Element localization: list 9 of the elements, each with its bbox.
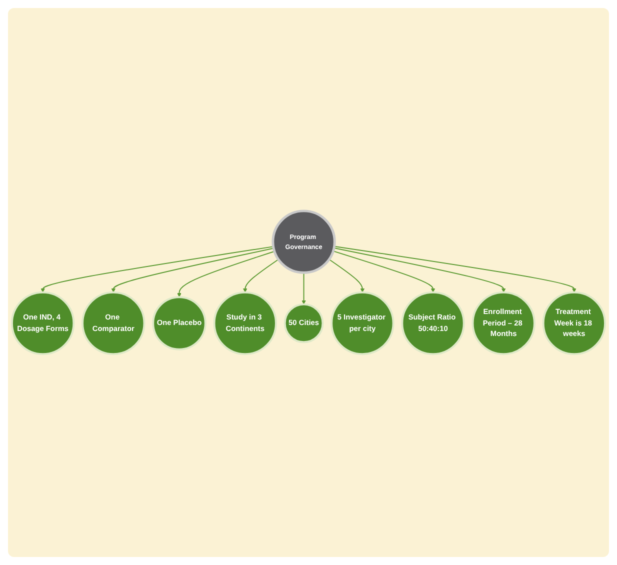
arrow: [332, 250, 436, 293]
arrow: [242, 258, 279, 293]
arrow: [40, 246, 274, 293]
arrow: [334, 246, 576, 293]
arrow: [177, 250, 275, 298]
arrow: [111, 248, 274, 293]
arrow: [302, 272, 306, 304]
arrow: [328, 258, 365, 293]
arrow: [334, 247, 506, 293]
